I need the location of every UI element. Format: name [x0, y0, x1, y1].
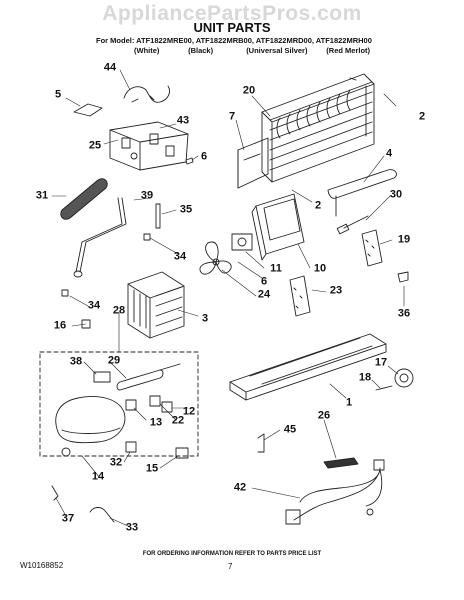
callout-6-top: 6: [200, 150, 208, 163]
callout-39: 39: [140, 189, 154, 202]
clip-part: [73, 103, 103, 117]
callout-3: 3: [201, 312, 209, 325]
compressor-part: [55, 396, 126, 457]
watermark-text: AppliancePartsPros.com: [102, 2, 362, 25]
control-box-part: [109, 121, 189, 171]
grommet-part: [143, 233, 151, 241]
ordering-note: FOR ORDERING INFORMATION REFER TO PARTS …: [142, 551, 322, 557]
fan-blade-part: [199, 241, 232, 275]
callout-36: 36: [397, 307, 411, 320]
variant-red-merlot: (Red Merlot): [326, 46, 371, 55]
foam-block-part: [361, 229, 383, 267]
axle-part: [375, 385, 393, 391]
callout-26: 26: [317, 409, 331, 422]
fan-shroud-part: [251, 193, 305, 261]
power-cord-clip-part: [125, 441, 137, 453]
screw-part: [185, 157, 194, 165]
wheel-part: [394, 368, 414, 388]
label-part: [323, 457, 359, 469]
cover-part: [175, 447, 189, 459]
callout-35: 35: [179, 203, 193, 216]
callout-14: 14: [91, 470, 105, 483]
callout-11: 11: [270, 262, 282, 275]
page-number: 7: [228, 562, 233, 571]
spring-part: [89, 507, 115, 523]
callout-20: 20: [242, 84, 256, 97]
callout-34-left: 34: [87, 299, 101, 312]
callout-13: 13: [149, 416, 163, 429]
heater-wire-part: [123, 85, 171, 103]
start-relay-part: [125, 395, 173, 413]
tubing-part: [73, 197, 127, 278]
callout-22: 22: [171, 414, 185, 427]
callout-34-mid: 34: [173, 250, 187, 263]
compressor-kit-box: [39, 351, 199, 457]
callout-2-top: 2: [418, 110, 426, 123]
base-pan-part: [229, 333, 387, 401]
variant-row: (White) (Black) (Universal Silver) (Red …: [134, 46, 370, 55]
callout-1: 1: [345, 396, 353, 409]
callout-6-mid: 6: [260, 275, 268, 288]
bracket-rod-part: [257, 433, 265, 453]
variant-black: (Black): [188, 46, 214, 55]
wire-harness-part: [285, 459, 385, 525]
callout-7: 7: [228, 110, 236, 123]
variant-universal-silver: (Universal Silver): [246, 46, 308, 55]
callout-25: 25: [88, 139, 102, 152]
callout-2-mid: 2: [314, 199, 322, 212]
shaft-part: [155, 203, 161, 229]
callout-32: 32: [109, 456, 123, 469]
overload-part: [93, 371, 111, 383]
callout-42: 42: [233, 481, 247, 494]
callout-28: 28: [112, 304, 126, 317]
callout-18: 18: [358, 371, 372, 384]
compressor-coil-part: [127, 271, 185, 339]
condenser-frame-part: [237, 137, 269, 189]
fan-motor-part: [231, 233, 253, 251]
variant-white: (White): [134, 46, 160, 55]
callout-30: 30: [389, 188, 403, 201]
callout-10: 10: [313, 262, 327, 275]
callout-24: 24: [257, 288, 271, 301]
document-id: W10168852: [20, 561, 64, 570]
callout-19: 19: [397, 233, 411, 246]
hook-part: [51, 485, 59, 501]
relay-part: [116, 363, 181, 391]
callout-44: 44: [103, 61, 117, 74]
bracket-part: [397, 271, 409, 283]
foam-pad-part: [289, 275, 311, 317]
clip-34-part: [61, 289, 69, 297]
callout-17: 17: [374, 356, 388, 369]
page-title: UNIT PARTS: [193, 20, 271, 35]
callout-15: 15: [145, 462, 159, 475]
condenser-coil-part: [261, 73, 375, 183]
callout-33: 33: [125, 521, 139, 534]
drain-tube-part: [327, 169, 397, 217]
callout-43: 43: [176, 114, 190, 127]
callout-31: 31: [35, 189, 49, 202]
callout-45: 45: [283, 423, 297, 436]
leader-lines: [51, 69, 405, 527]
callout-29: 29: [107, 354, 121, 367]
callout-37: 37: [61, 512, 75, 525]
model-line: For Model: ATF1822MRE00, ATF1822MRB00, A…: [96, 36, 372, 45]
callout-4: 4: [385, 147, 393, 160]
capacitor-part: [81, 319, 91, 329]
insulation-tube-part: [60, 178, 108, 220]
callout-5: 5: [54, 88, 62, 101]
callout-12: 12: [182, 405, 196, 418]
thermistor-part: [336, 215, 369, 235]
callout-23: 23: [329, 284, 343, 297]
callout-38: 38: [69, 355, 83, 368]
callout-16: 16: [53, 319, 67, 332]
